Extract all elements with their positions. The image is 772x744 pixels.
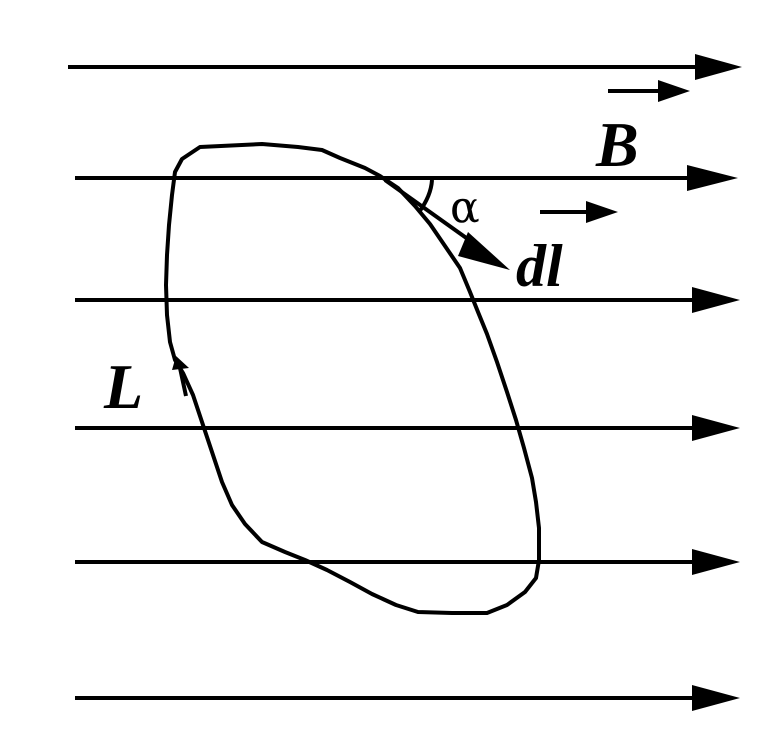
field-line-5-arrowhead xyxy=(692,549,740,575)
field-line-3-arrowhead xyxy=(692,287,740,313)
field-line-2-arrowhead xyxy=(687,165,738,191)
field-line-4-arrowhead xyxy=(692,415,740,441)
contour-direction-arrow xyxy=(178,367,188,397)
contour-loop xyxy=(164,142,541,615)
field-label: B xyxy=(595,109,639,180)
angle-label: α xyxy=(450,182,480,233)
dl-vector-bar-head xyxy=(586,201,618,223)
field-line-1-arrowhead xyxy=(695,54,742,80)
b-vector-bar-head xyxy=(658,80,690,102)
contour-label: L xyxy=(103,351,143,422)
dl-vector-arrowhead xyxy=(458,232,510,270)
contour-direction-arrowhead xyxy=(172,356,189,370)
angle-arc xyxy=(417,179,434,214)
field-lines xyxy=(68,54,742,711)
field-line-6-arrowhead xyxy=(692,685,740,711)
element-label: dl xyxy=(516,233,563,299)
